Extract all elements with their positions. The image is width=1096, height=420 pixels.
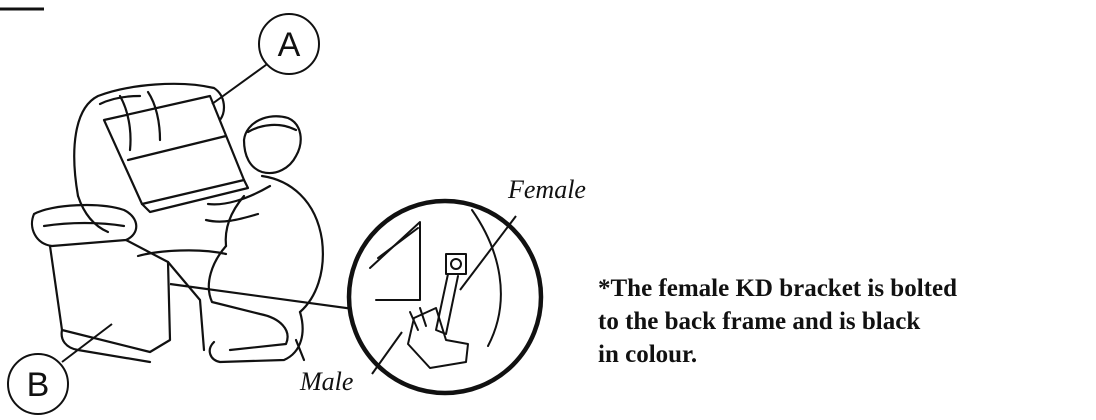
chair-seat-edge [138, 250, 226, 256]
chair-arm-seam [44, 223, 124, 226]
callout-a: A [212, 14, 319, 104]
leg-back [210, 312, 303, 362]
back-panel-edge [142, 180, 248, 212]
note-line-2: to the back frame and is black [598, 305, 1096, 338]
chair-back-outline [74, 84, 224, 196]
chair-base-bottom [62, 330, 150, 362]
hair [248, 125, 296, 132]
callout-b-leader [62, 324, 112, 362]
callout-a-letter: A [278, 26, 301, 64]
female-label: Female [507, 175, 586, 204]
bracket-detail [349, 201, 541, 393]
back-panel-seam [128, 136, 226, 160]
bracket-note: *The female KD bracket is bolted to the … [598, 272, 1096, 371]
male-label: Male [299, 367, 353, 396]
chair-back-seams [100, 92, 160, 150]
chair-base [50, 240, 170, 352]
chair-side [168, 262, 204, 350]
recliner-chair [32, 84, 248, 362]
callout-a-leader [212, 62, 270, 104]
kneeling-person [206, 116, 323, 362]
torso-back [262, 176, 323, 312]
chair-back-lower [78, 196, 108, 232]
note-line-1: *The female KD bracket is bolted [598, 272, 1096, 305]
callout-b-letter: B [27, 366, 50, 404]
note-line-3: in colour. [598, 338, 1096, 371]
